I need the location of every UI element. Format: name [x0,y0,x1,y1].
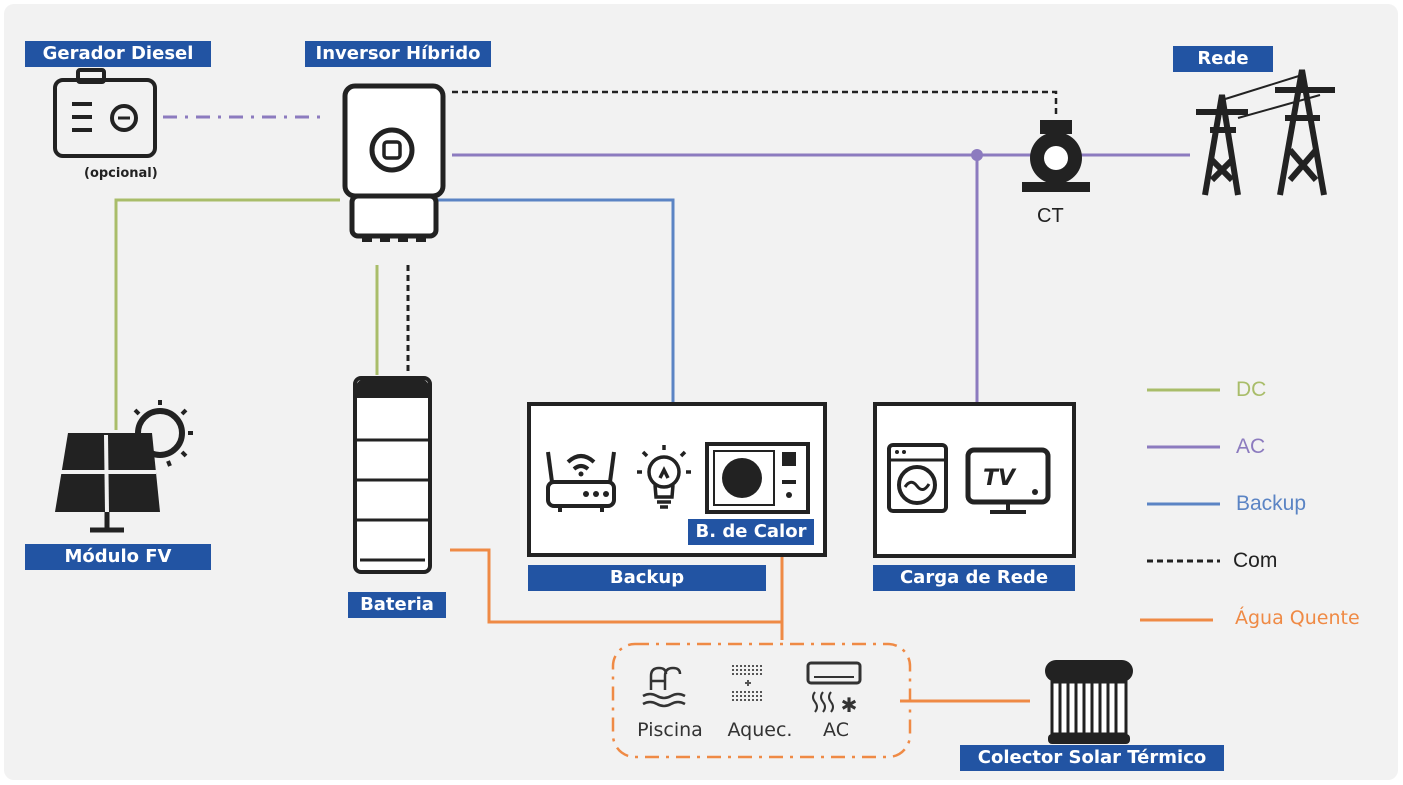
light-bulb-icon [637,445,691,509]
current-transformer-icon [1022,120,1090,192]
solar-panel-icon [55,400,193,533]
ac-junction-dot [971,149,983,161]
battery-label: Bateria [348,592,446,618]
air-conditioner-label: AC [823,719,849,741]
heat-pump-icon [705,442,810,514]
ct-label: CT [1037,205,1064,227]
solar-collector-icon [1045,660,1133,744]
hot-water-loads-group [611,642,912,759]
legend-lines [1140,388,1220,622]
diesel-optional-note: (opcional) [84,166,158,181]
legend-label-backup: Backup [1236,492,1307,515]
grid-load-label: Carga de Rede [873,565,1075,591]
hybrid-inverter-icon [342,83,446,242]
legend-label-dc: DC [1236,378,1267,401]
pool-icon [642,666,686,708]
inverter-label: Inversor Híbrido [305,41,491,67]
battery-stack-icon [353,376,432,574]
tv-icon: TV [965,447,1051,514]
backup-line [435,198,675,404]
generator-icon [53,68,157,158]
ct-com-line [452,90,1058,118]
router-icon [546,451,616,512]
legend-label-ac: AC [1236,435,1266,458]
pool-label: Piscina [637,719,703,741]
diagram-background [4,4,1398,780]
pv-dc-line [114,198,340,430]
power-tower-icon [1196,69,1335,196]
backup-label: Backup [528,565,766,591]
floor-heating-label: Aquec. [727,719,793,741]
heat-pump-label: B. de Calor [688,519,814,545]
grid-load-box [873,402,1076,558]
svg-text:✱: ✱ [841,693,858,717]
solar-thermal-collector-label: Colector Solar Térmico [960,745,1224,771]
floor-heating-icon [732,665,764,701]
air-conditioner-icon: ✱ [806,661,862,717]
hot-water-line-battery [450,548,782,624]
legend-label-com: Com [1233,549,1278,572]
washing-machine-icon [887,443,948,513]
pv-module-label: Módulo FV [25,544,211,570]
svg-text:TV: TV [983,466,1017,491]
diesel-generator-label: Gerador Diesel [25,41,211,67]
grid-label: Rede [1173,46,1273,72]
legend-label-hot-water: Água Quente [1235,607,1360,629]
